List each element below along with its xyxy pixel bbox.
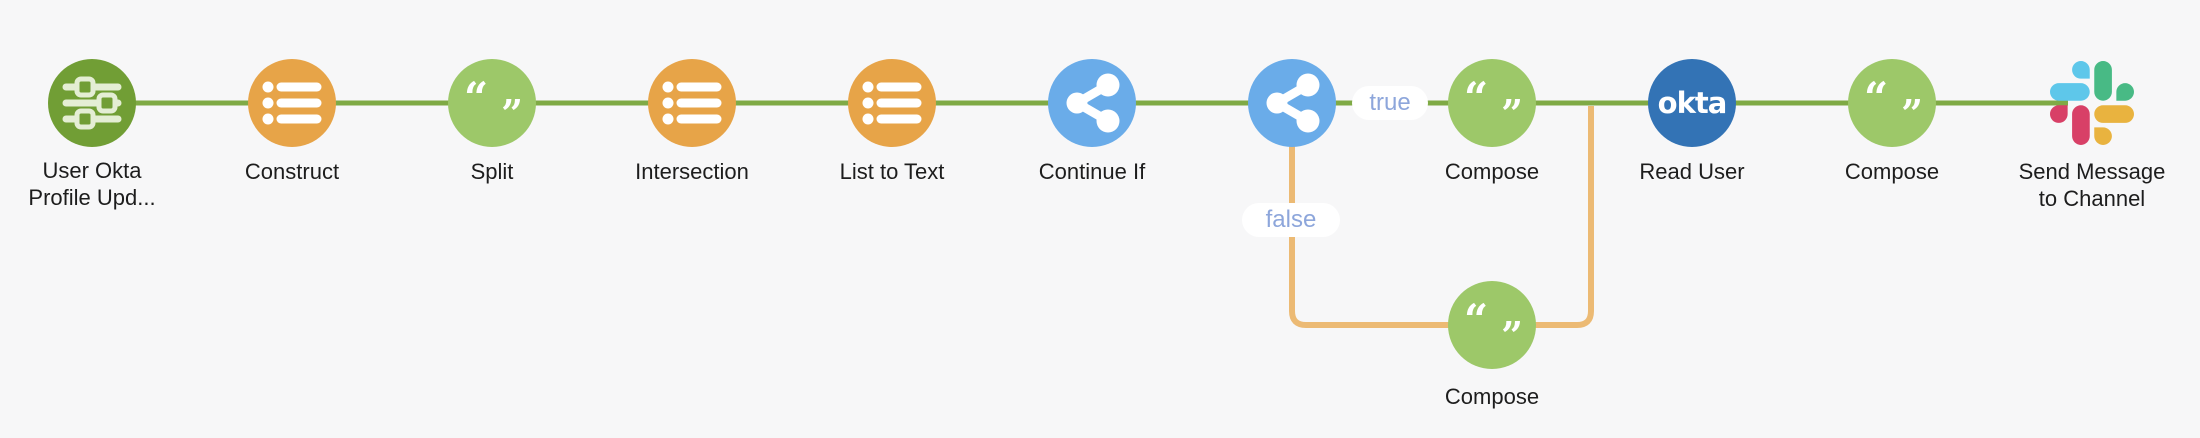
node-if-else-branch[interactable] (1248, 59, 1336, 147)
node-compose-2[interactable]: “ ” (1848, 59, 1936, 147)
list-icon (262, 81, 322, 125)
node-label-compose-true: Compose (1444, 159, 1540, 184)
node-label-user-okta-profile-updated: User Okta Profile Upd... (28, 158, 156, 210)
node-construct[interactable] (248, 59, 336, 147)
node-compose-false[interactable]: “ ” (1448, 281, 1536, 369)
quotes-icon: ” (501, 91, 523, 136)
list-icon (862, 81, 922, 125)
node-label-intersection: Intersection (635, 159, 749, 184)
node-label-send-message-to-channel: Send Message to Channel (2018, 159, 2166, 211)
share-icon (1266, 73, 1320, 133)
sliders-icon (62, 76, 122, 130)
node-user-okta-profile-updated[interactable] (48, 59, 136, 147)
quotes-icon: ” (1501, 91, 1523, 136)
branch-label-true: true (1352, 86, 1428, 120)
quotes-icon: “ (464, 73, 489, 122)
share-icon (1066, 73, 1120, 133)
node-label-read-user: Read User (1639, 159, 1745, 184)
node-label-split: Split (470, 159, 514, 184)
node-compose-true[interactable]: “ ” (1448, 59, 1536, 147)
node-label-construct: Construct (244, 159, 340, 184)
quotes-icon: ” (1501, 313, 1523, 358)
okta-logo: okta (1657, 86, 1728, 120)
node-list-to-text[interactable] (848, 59, 936, 147)
quotes-icon: ” (1901, 91, 1923, 136)
node-label-list-to-text: List to Text (839, 159, 945, 184)
quotes-icon: “ (1464, 73, 1489, 122)
node-split[interactable]: “ ” (448, 59, 536, 147)
slack-logo (2050, 61, 2134, 145)
branch-label-false: false (1242, 203, 1340, 237)
node-send-message-to-channel[interactable] (2050, 61, 2134, 145)
list-icon (662, 81, 722, 125)
node-continue-if[interactable] (1048, 59, 1136, 147)
node-label-compose-false: Compose (1444, 384, 1540, 409)
quotes-icon: “ (1464, 295, 1489, 344)
quotes-icon: “ (1864, 73, 1889, 122)
node-label-compose-2: Compose (1844, 159, 1940, 184)
false-branch-connector (1289, 103, 1594, 328)
node-intersection[interactable] (648, 59, 736, 147)
node-label-continue-if: Continue If (1038, 159, 1146, 184)
node-read-user[interactable]: okta (1648, 59, 1736, 147)
